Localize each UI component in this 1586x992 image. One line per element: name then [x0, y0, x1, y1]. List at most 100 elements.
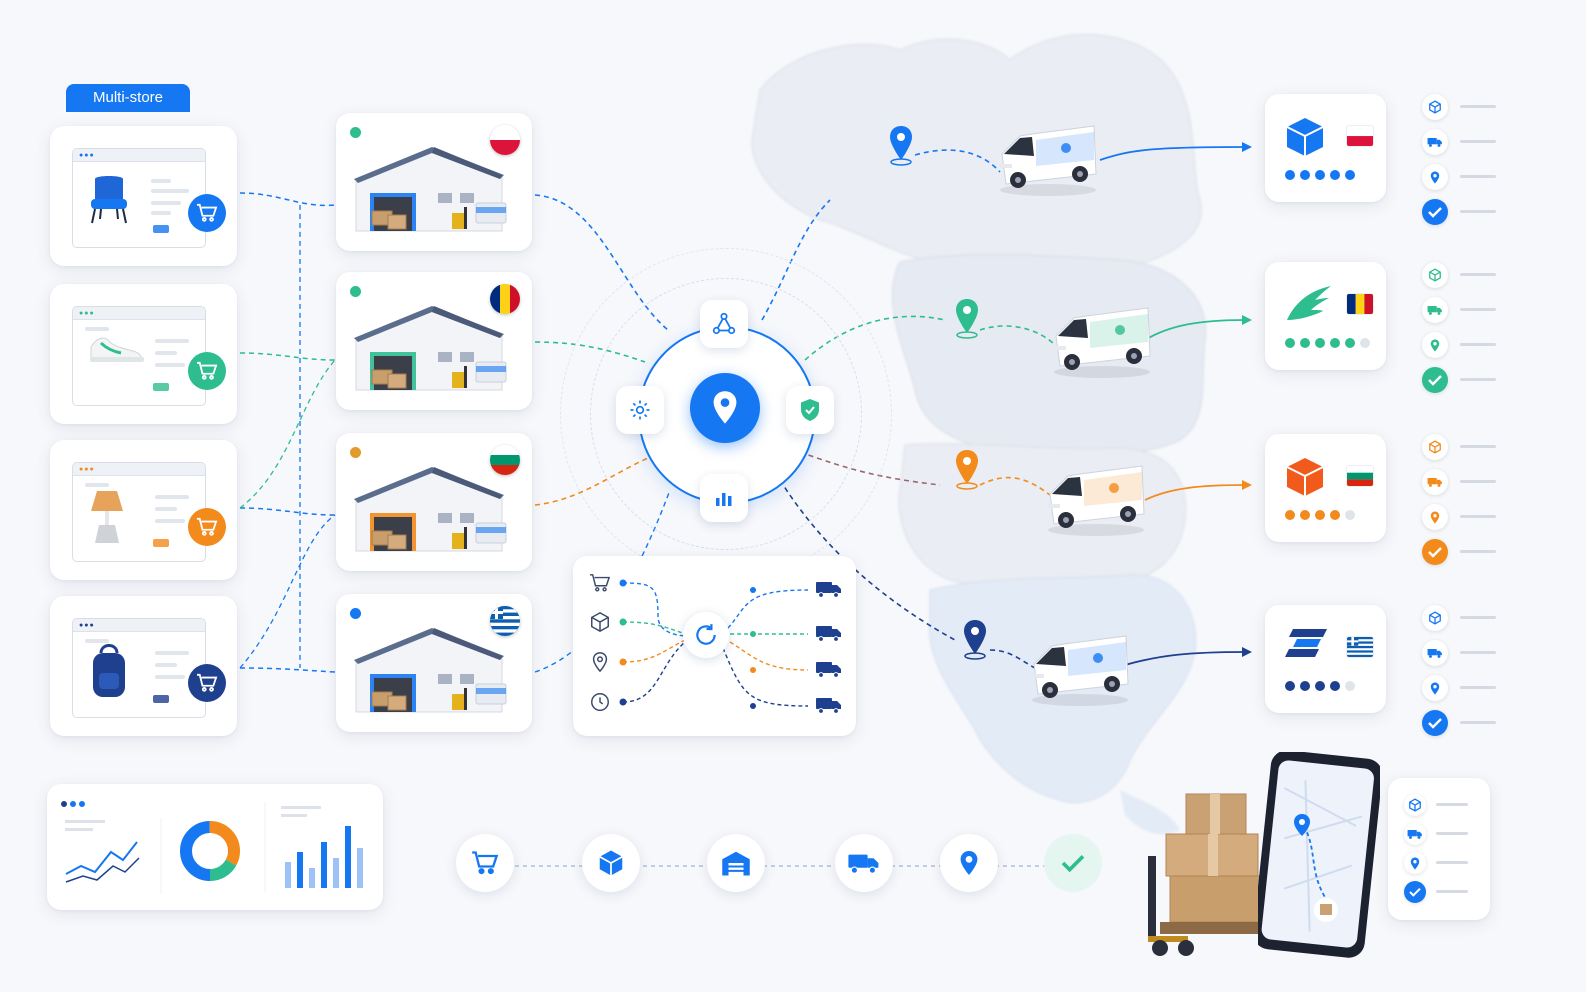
truck-icon [1427, 138, 1442, 147]
process-step-pin[interactable] [940, 834, 998, 892]
store-card[interactable]: ●●● [50, 596, 237, 736]
status-step [1422, 675, 1448, 701]
check-icon [1428, 375, 1442, 386]
cart-button[interactable] [188, 508, 226, 546]
carrier-flag [1347, 637, 1373, 657]
cart-icon [472, 851, 499, 875]
carrier-card[interactable] [1265, 434, 1386, 542]
add-to-cart-mini-button[interactable] [153, 695, 169, 703]
connector-cross [239, 514, 336, 669]
rating-dot [1330, 510, 1340, 520]
analytics-card [47, 784, 383, 910]
status-step [1422, 434, 1448, 460]
status-line [1460, 210, 1496, 213]
status-step [1422, 640, 1448, 666]
arrowhead [1242, 142, 1252, 152]
carrier-card[interactable] [1265, 262, 1386, 370]
map-pin-icon[interactable] [952, 448, 982, 490]
carrier-logo [1285, 116, 1325, 158]
product-image [87, 173, 131, 225]
delivery-van [1054, 307, 1151, 378]
boxes-trolley [1148, 793, 1264, 956]
process-step-box[interactable] [582, 834, 640, 892]
romania-flag [490, 284, 520, 314]
hub-analytics-button[interactable] [700, 474, 748, 522]
bar-chart-icon [716, 493, 732, 506]
cart-button[interactable] [188, 352, 226, 390]
line-chart-icon [65, 818, 162, 894]
arrowhead [1242, 480, 1252, 490]
delivery-van [1000, 125, 1097, 196]
cart-icon [197, 203, 218, 222]
status-line [1436, 832, 1468, 835]
hub-settings-button[interactable] [616, 386, 664, 434]
status-line [1460, 550, 1496, 553]
arrowhead [1242, 315, 1252, 325]
product-image [87, 643, 131, 699]
bulgaria-flag [490, 445, 520, 475]
store-card[interactable]: ●●● [50, 126, 237, 266]
store-card[interactable]: ●●● [50, 284, 237, 424]
poland-flag [490, 125, 520, 155]
rating-dot [1345, 681, 1355, 691]
status-line [1460, 175, 1496, 178]
navy-stripes-logo-icon [1285, 629, 1327, 657]
cart-icon [197, 517, 218, 536]
location-pin-icon [713, 391, 737, 424]
status-line [1460, 651, 1496, 654]
cart-button[interactable] [188, 664, 226, 702]
rating-dot [1315, 170, 1325, 180]
status-line [1460, 140, 1496, 143]
truck-icon [1427, 478, 1442, 487]
warehouse-card[interactable] [336, 113, 532, 251]
status-step [1422, 94, 1448, 120]
chair-icon [91, 176, 127, 224]
connector-pin-van [979, 476, 1051, 496]
smartphone-map [1258, 752, 1380, 958]
map-pin-icon[interactable] [960, 618, 990, 660]
status-check [1422, 367, 1448, 393]
truck-icon [1407, 830, 1422, 839]
carrier-flag [1347, 126, 1373, 146]
add-to-cart-mini-button[interactable] [153, 383, 169, 391]
check-icon [1428, 718, 1442, 729]
window-dots: ●●● [79, 622, 95, 629]
status-line [1460, 445, 1496, 448]
hub-center[interactable] [690, 373, 760, 443]
add-to-cart-mini-button[interactable] [153, 225, 169, 233]
store-card[interactable]: ●●● [50, 440, 237, 580]
hub-shield-button[interactable] [786, 386, 834, 434]
process-step-check[interactable] [1044, 834, 1102, 892]
cart-icon [590, 574, 611, 592]
warehouse-status-dot [350, 447, 361, 458]
process-step-cart[interactable] [456, 834, 514, 892]
status-line [1436, 890, 1468, 893]
multi-store-badge: Multi-store [66, 84, 190, 112]
map-pin-icon[interactable] [952, 297, 982, 339]
warehouse-card[interactable] [336, 272, 532, 410]
map-pin-icon[interactable] [886, 124, 916, 166]
rating-dot [1300, 170, 1310, 180]
status-step [1404, 823, 1426, 845]
rating-dot [1285, 510, 1295, 520]
pin-icon [960, 851, 978, 875]
connector-store-warehouse [239, 192, 336, 207]
rating-dot [1300, 338, 1310, 348]
rating-dot [1285, 681, 1295, 691]
refresh-button[interactable] [683, 612, 729, 658]
status-line [1460, 105, 1496, 108]
map-islands [1120, 790, 1180, 835]
warehouse-card[interactable] [336, 594, 532, 732]
connector-cross [239, 359, 336, 509]
warehouse-illustration [352, 141, 512, 241]
process-step-warehouse[interactable] [707, 834, 765, 892]
process-step-truck[interactable] [835, 834, 893, 892]
warehouse-building [354, 628, 507, 713]
add-to-cart-mini-button[interactable] [153, 539, 169, 547]
route-nodes-icon [712, 312, 736, 335]
carrier-card[interactable] [1265, 605, 1386, 713]
carrier-card[interactable] [1265, 94, 1386, 202]
hub-route-button[interactable] [700, 300, 748, 348]
cart-button[interactable] [188, 194, 226, 232]
warehouse-card[interactable] [336, 433, 532, 571]
